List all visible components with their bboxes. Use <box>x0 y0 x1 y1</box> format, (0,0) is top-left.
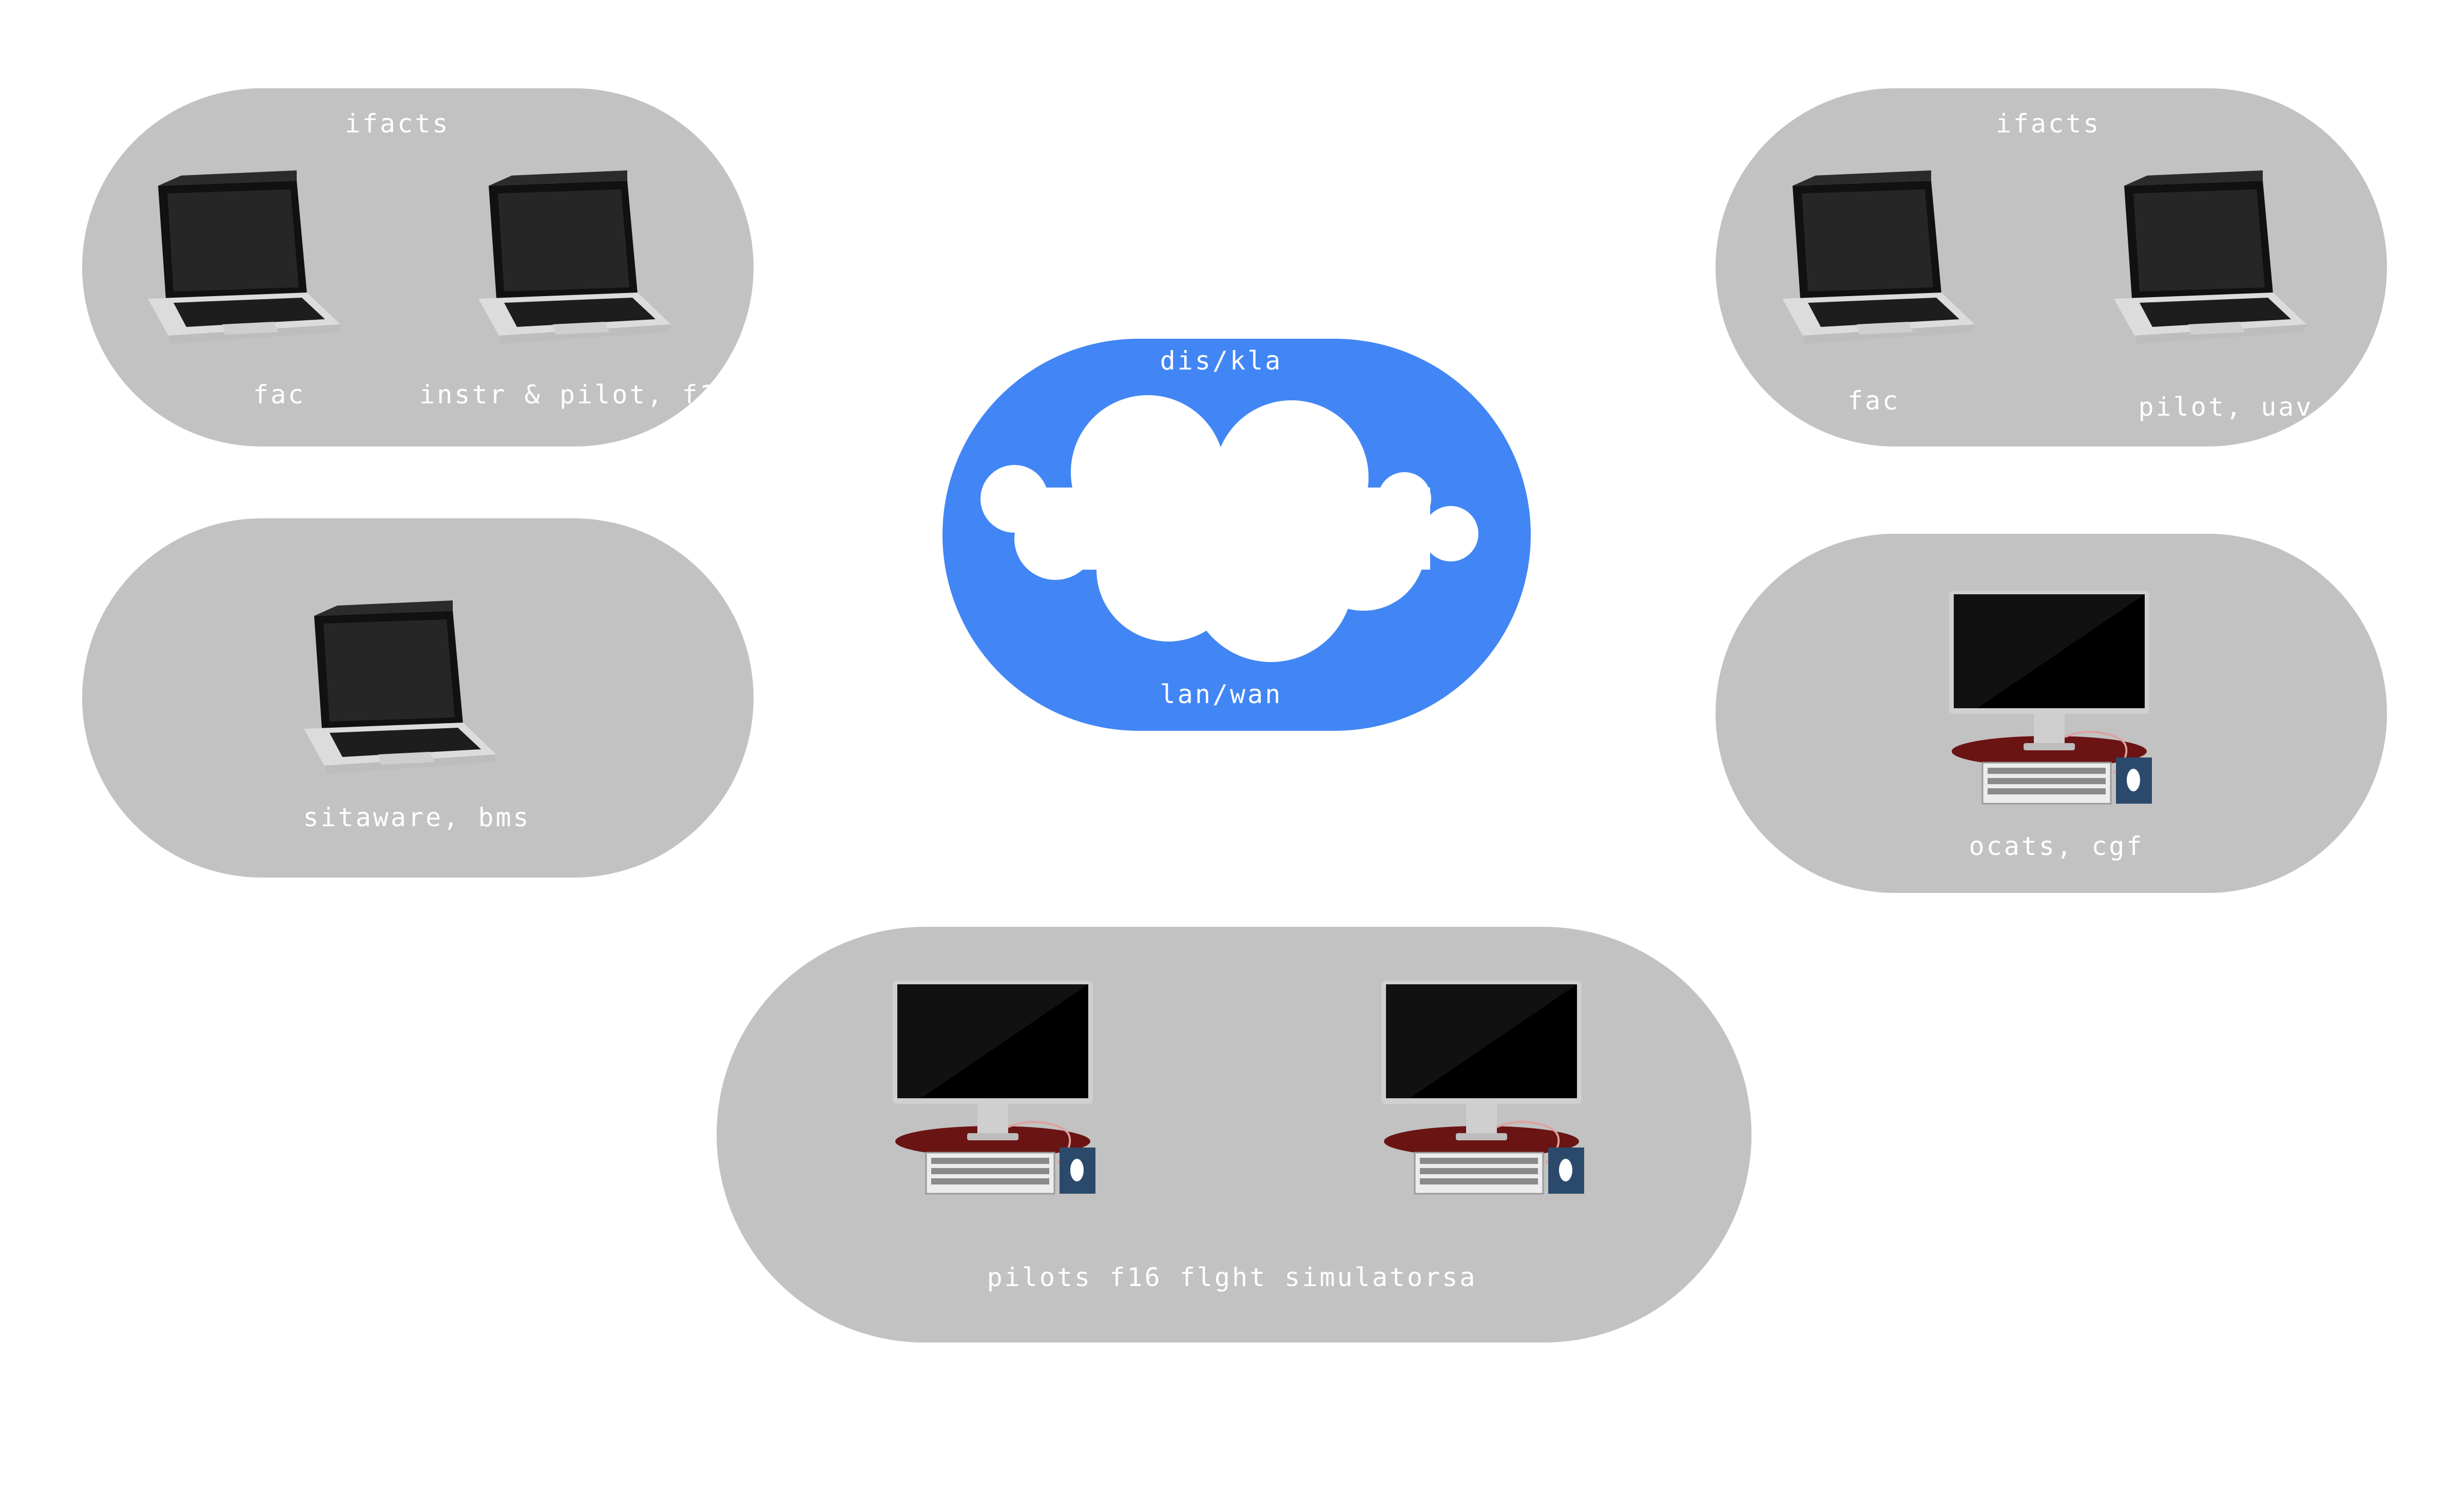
device-label: pilots f16 flght simulatorsa <box>987 1262 1477 1292</box>
laptop-icon <box>138 170 343 345</box>
device-label: ocats, cgf <box>1969 831 2144 861</box>
laptop-icon <box>1772 170 1977 345</box>
device-label: sitaware, bms <box>303 803 531 832</box>
laptop-icon <box>294 600 499 775</box>
network-node: dis/kla lan/wan <box>942 339 1531 731</box>
cloud-icon <box>980 395 1478 662</box>
device-label: fac <box>253 380 306 410</box>
laptop-icon <box>468 170 673 345</box>
node-top-left: ifacts fac instr & pilot, f16 <box>82 88 754 446</box>
device-label: instr & pilot, f16 <box>419 380 735 410</box>
group-title: ifacts <box>344 109 450 139</box>
node-top-right: ifacts fac pilot, uav <box>1716 88 2387 446</box>
group-title: ifacts <box>1995 109 2101 139</box>
desktop-computer-icon <box>1947 588 2152 814</box>
network-bottom-label: lan/wan <box>1160 679 1283 709</box>
node-mid-left: sitaware, bms <box>82 518 754 878</box>
node-bottom: pilots f16 flght simulatorsa <box>717 927 1751 1343</box>
device-label: pilot, uav <box>2138 392 2314 422</box>
device-label: fac <box>1847 386 1900 416</box>
desktop-computer-icon <box>1379 978 1584 1204</box>
network-top-label: dis/kla <box>1160 346 1283 376</box>
laptop-icon <box>2104 170 2309 345</box>
node-mid-right: ocats, cgf <box>1716 534 2387 893</box>
desktop-computer-icon <box>890 978 1095 1204</box>
